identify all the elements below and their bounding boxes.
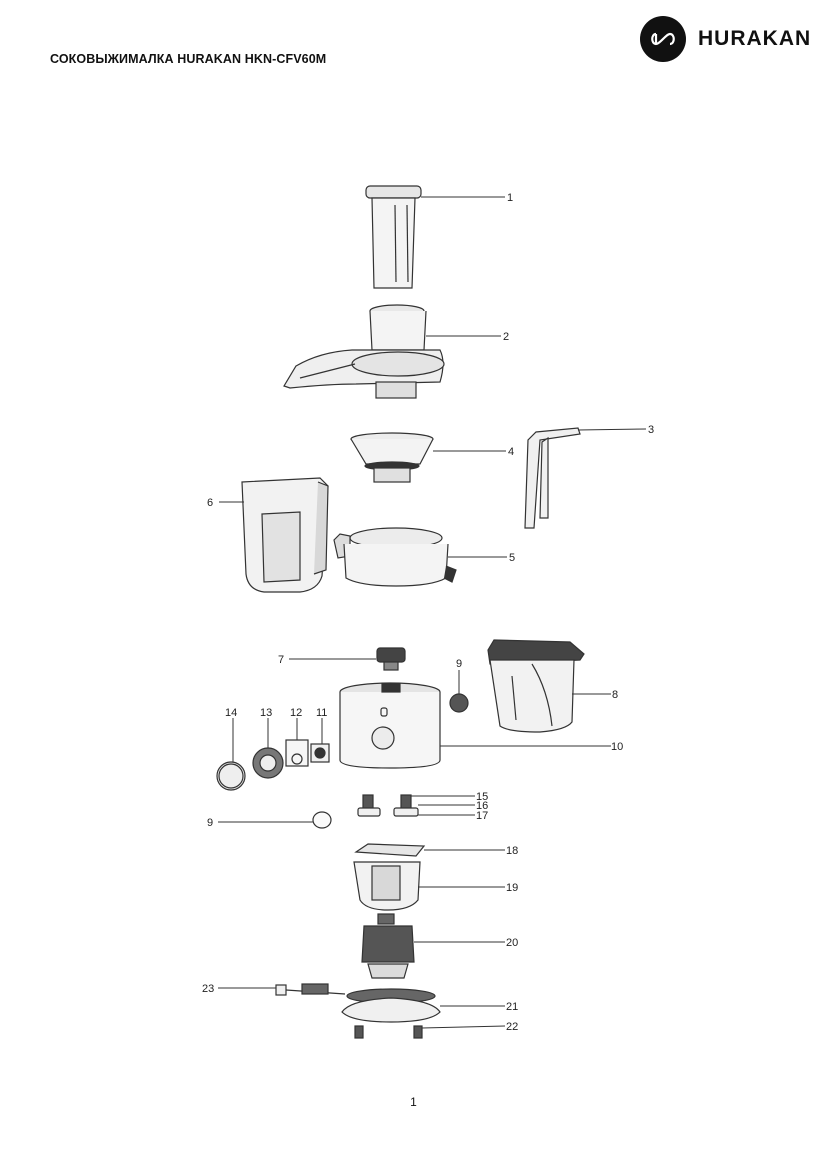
part-feet	[354, 1025, 423, 1039]
brand-logo: HURAKAN	[640, 16, 811, 62]
part-12	[285, 739, 309, 767]
callout-3: 3	[648, 424, 654, 436]
part-base	[341, 988, 441, 1023]
callout-9-upper: 9	[456, 658, 462, 670]
callout-7: 7	[278, 654, 284, 666]
leader-lines	[218, 196, 647, 1029]
part-seal-lower	[312, 811, 332, 829]
page-number: 1	[410, 1095, 417, 1109]
part-pulp-container	[487, 639, 585, 733]
callout-10: 10	[611, 741, 623, 753]
callout-14: 14	[225, 707, 237, 719]
part-motor-housing	[339, 682, 441, 769]
callout-18: 18	[506, 845, 518, 857]
callout-20: 20	[506, 937, 518, 949]
part-plate	[354, 843, 426, 857]
callout-8: 8	[612, 689, 618, 701]
document-title: СОКОВЫЖИМАЛКА HURAKAN HKN-CFV60M	[50, 52, 327, 66]
infinity-logo-icon	[640, 16, 686, 62]
callout-5: 5	[509, 552, 515, 564]
callout-15: 15	[476, 791, 488, 803]
part-14	[216, 761, 246, 791]
callout-2: 2	[503, 331, 509, 343]
part-bowl	[333, 527, 457, 587]
part-lid	[283, 304, 445, 399]
part-seal-upper	[449, 693, 469, 713]
part-13	[252, 747, 284, 779]
callout-4: 4	[508, 446, 514, 458]
part-11	[310, 743, 330, 763]
part-filter-basket	[350, 432, 434, 483]
callout-1: 1	[507, 192, 513, 204]
callout-21: 21	[506, 1001, 518, 1013]
callout-19: 19	[506, 882, 518, 894]
brand-name: HURAKAN	[698, 27, 812, 50]
callout-labels: 1 2 3 4 5 6 7 8 9 9 10 11 12 13 14 15 16…	[202, 192, 654, 1033]
part-juice-jug	[241, 477, 329, 593]
part-screws	[357, 794, 419, 817]
callout-17: 17	[476, 810, 488, 822]
part-motor-bracket	[353, 861, 421, 911]
part-motor	[361, 913, 415, 979]
callout-9-lower: 9	[207, 817, 213, 829]
callout-11: 11	[316, 707, 327, 719]
callout-6: 6	[207, 497, 213, 509]
part-pusher	[365, 185, 422, 289]
part-blade-disc	[376, 647, 406, 671]
callout-12: 12	[290, 707, 302, 719]
callout-16: 16	[476, 800, 488, 812]
callout-22: 22	[506, 1021, 518, 1033]
part-power-cord	[275, 983, 346, 996]
part-locking-arm	[524, 427, 581, 529]
callout-23: 23	[202, 983, 214, 995]
callout-13: 13	[260, 707, 272, 719]
